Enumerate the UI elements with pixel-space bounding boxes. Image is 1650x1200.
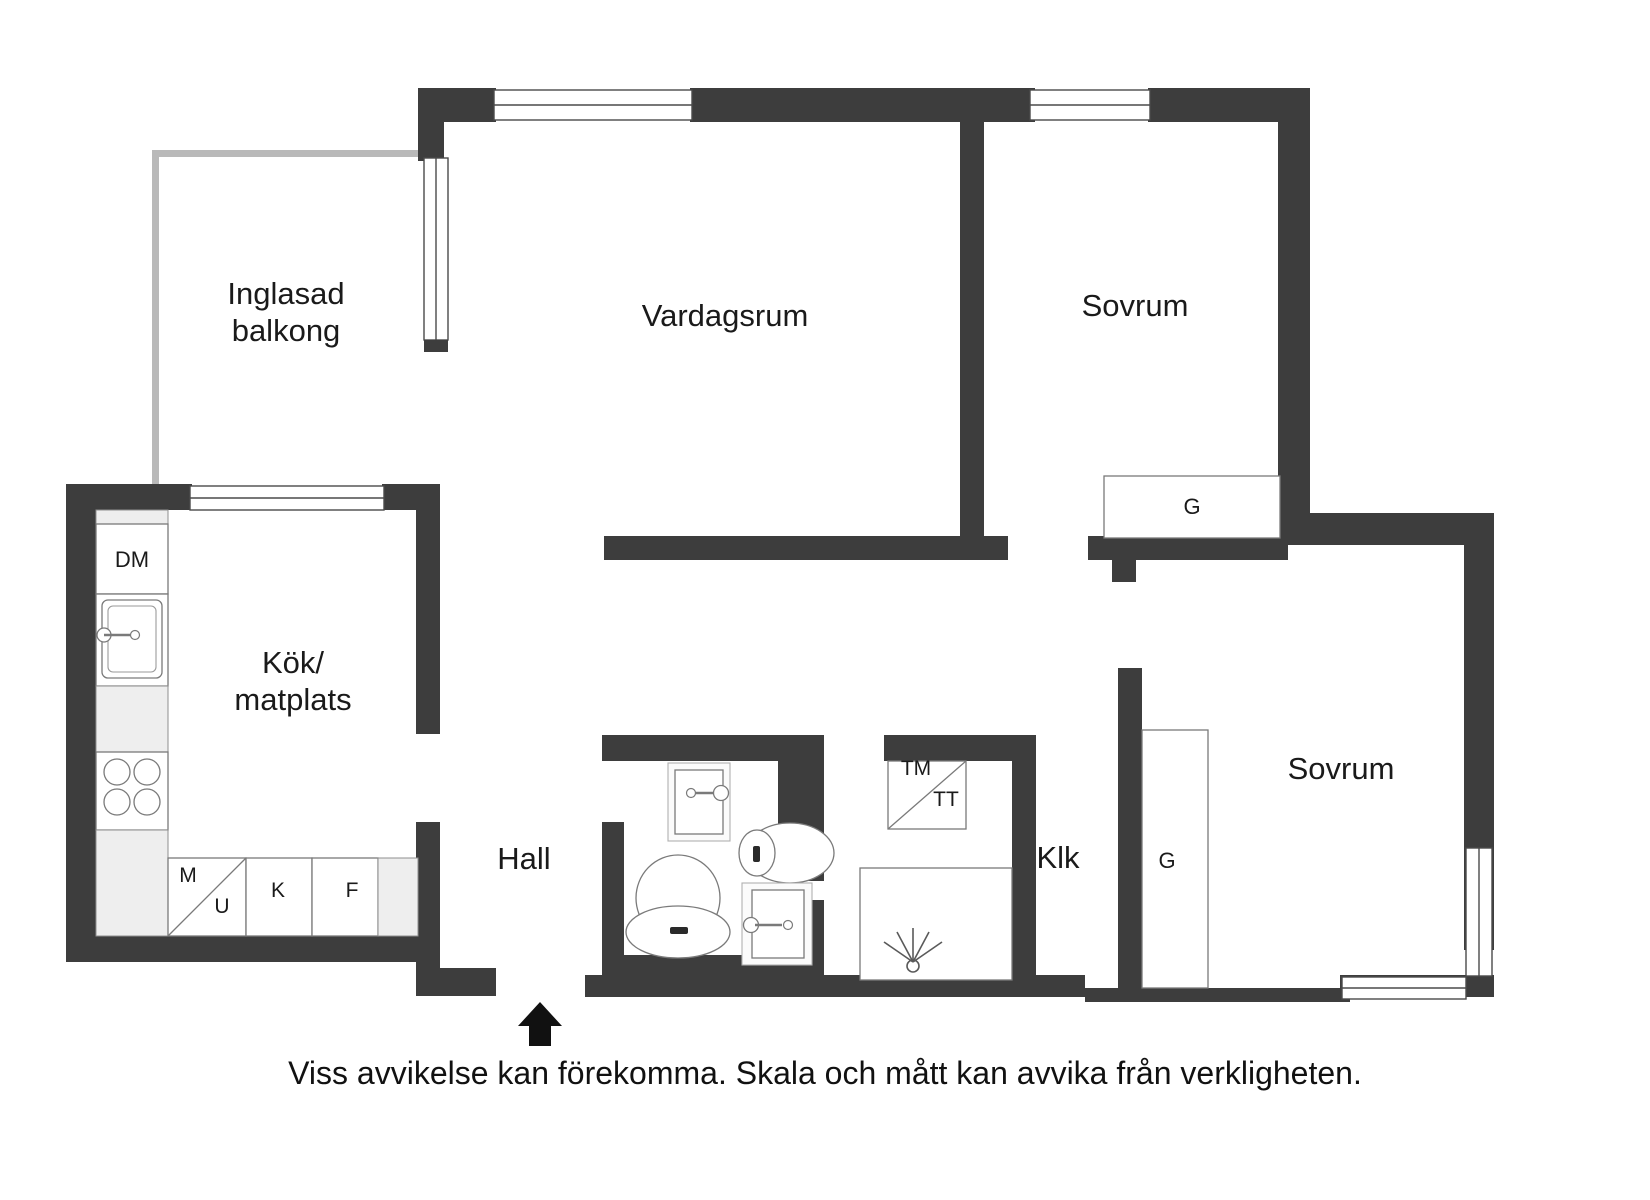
kitchen-fixtures	[95, 509, 419, 937]
wardrobes	[1103, 475, 1281, 989]
window-sovrum-2-bottom	[1341, 976, 1467, 1000]
balcony-railing	[152, 150, 424, 490]
balcony-glass-door	[423, 157, 449, 352]
windows	[189, 89, 1493, 1000]
shower-area	[859, 867, 1013, 981]
window-kok	[189, 485, 385, 511]
laundry-fixtures	[887, 760, 967, 830]
basin-2	[741, 882, 813, 966]
basin-1-faucet	[685, 784, 730, 802]
entrance-arrow	[518, 1002, 562, 1046]
disclaimer-caption: Viss avvikelse kan förekomma. Skala och …	[288, 1055, 1362, 1091]
bathroom-fixtures	[625, 762, 835, 966]
window-vardagsrum	[493, 89, 693, 121]
window-sovrum-1	[1029, 89, 1151, 121]
toilet-2	[738, 822, 835, 884]
shower-symbol	[883, 928, 943, 973]
toilet-1	[625, 854, 731, 959]
window-sovrum-2-right	[1465, 847, 1493, 977]
